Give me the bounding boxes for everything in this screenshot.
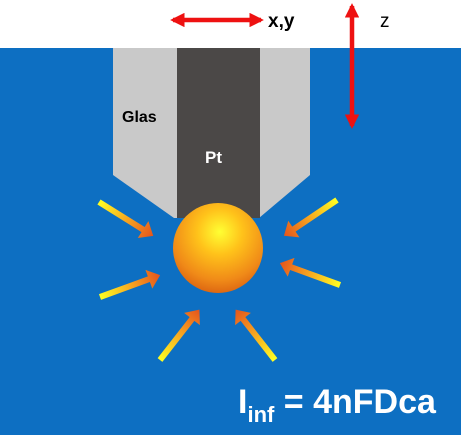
diffusion-arrow-icon xyxy=(235,309,278,362)
z-axis-label: z xyxy=(380,11,390,32)
diffusion-arrow-icon xyxy=(283,197,339,238)
xy-axis-label: x,y xyxy=(268,11,295,32)
current-subscript: inf xyxy=(247,402,275,427)
diffusion-arrow-icon xyxy=(97,199,154,239)
diffusion-arrow-icon xyxy=(279,257,342,288)
current-symbol: I xyxy=(238,383,247,421)
diffusion-arrow-icon xyxy=(157,309,200,362)
diffusion-arrows xyxy=(97,197,342,362)
platinum-wire xyxy=(177,48,260,218)
steady-state-current-formula: Iinf = 4nFDca xyxy=(238,383,437,427)
diffusion-sphere xyxy=(173,203,263,293)
platinum-label: Pt xyxy=(205,148,222,167)
glass-label: Glas xyxy=(122,109,157,126)
formula-rhs: = 4nFDca xyxy=(274,383,437,421)
diffusion-arrow-icon xyxy=(98,269,161,300)
